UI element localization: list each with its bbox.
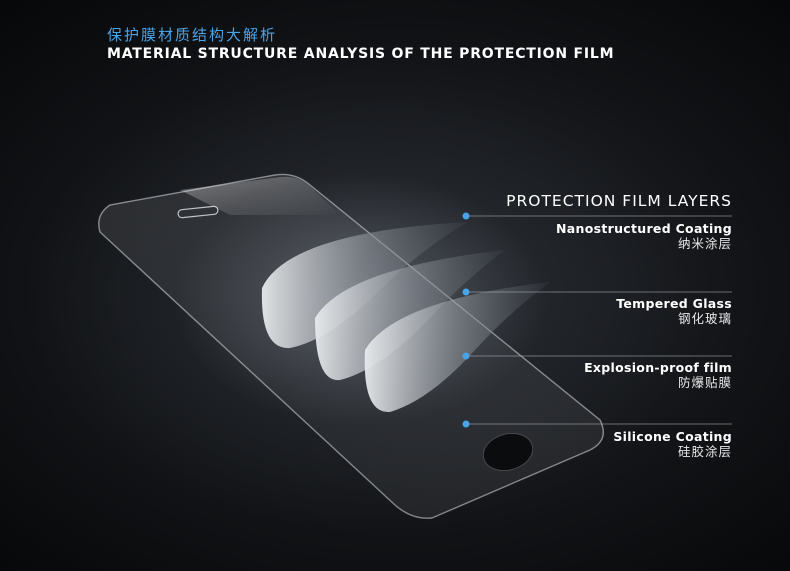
layer-label-en: Nanostructured Coating: [556, 221, 732, 236]
marker-dot-1: [462, 212, 470, 220]
page-title-english: MATERIAL STRUCTURE ANALYSIS OF THE PROTE…: [107, 46, 615, 62]
page-title-chinese: 保护膜材质结构大解析: [107, 26, 278, 44]
layer-label-silicone-coating: Silicone Coating 硅胶涂层: [613, 429, 732, 459]
layer-label-en: Explosion-proof film: [584, 360, 732, 375]
glass-shine: [180, 176, 340, 215]
layer-label-nanostructured-coating: Nanostructured Coating 纳米涂层: [556, 221, 732, 251]
film-layer-curls: [261, 222, 550, 413]
marker-dot-4: [462, 420, 470, 428]
layer-label-cn: 钢化玻璃: [677, 311, 732, 326]
leader-lines: [468, 215, 732, 425]
marker-dot-2: [462, 288, 470, 296]
layer-label-cn: 纳米涂层: [677, 236, 732, 251]
layer-label-tempered-glass: Tempered Glass 钢化玻璃: [616, 296, 732, 326]
layer-label-en: Silicone Coating: [613, 429, 732, 444]
earpiece-slot: [177, 205, 219, 219]
layers-heading: PROTECTION FILM LAYERS: [506, 192, 732, 210]
layer-label-en: Tempered Glass: [616, 296, 732, 311]
layer-label-cn: 防爆贴膜: [677, 375, 732, 390]
layer-label-cn: 硅胶涂层: [677, 444, 732, 459]
layer-label-explosion-proof-film: Explosion-proof film 防爆贴膜: [584, 360, 732, 390]
home-button: [482, 432, 534, 472]
curl-explosion-proof-film: [364, 282, 550, 413]
layer-marker-dots: [462, 212, 470, 428]
marker-dot-3: [462, 352, 470, 360]
